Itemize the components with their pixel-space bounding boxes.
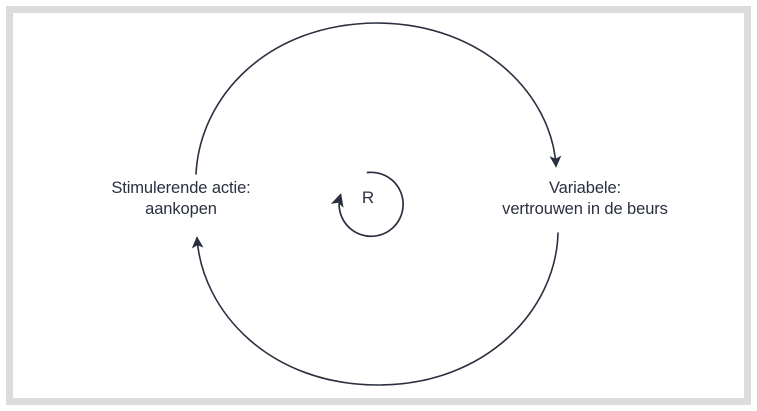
- page-frame-border: [6, 6, 751, 405]
- node-label-variabele: Variabele: vertrouwen in de beurs: [440, 178, 730, 220]
- node-label-line-1: Variabele:: [548, 179, 622, 197]
- loop-type-marker-r: R: [361, 188, 375, 207]
- node-label-stimulerende-actie: Stimulerende actie: aankopen: [46, 178, 316, 220]
- node-label-line-2: vertrouwen in de beurs: [502, 200, 668, 218]
- arrow-bottom-arc: [191, 232, 559, 386]
- node-label-line-2: aankopen: [145, 200, 217, 218]
- node-label-line-1: Stimulerende actie:: [111, 179, 251, 197]
- center-loop-arc: [330, 171, 404, 238]
- arrow-top-arc: [195, 22, 562, 175]
